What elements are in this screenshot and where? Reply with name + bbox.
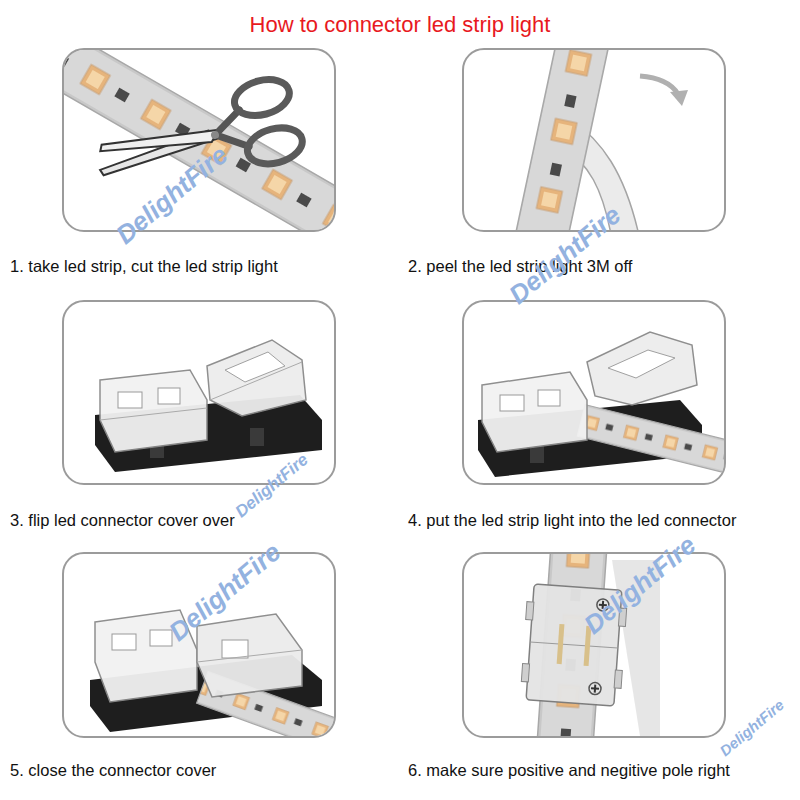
connector-insert	[482, 372, 587, 452]
connector-closed	[112, 634, 136, 650]
step-caption: 3. flip led connector cover over	[10, 510, 235, 530]
step-panel: 5. close the connector cover	[62, 552, 336, 780]
watermark-holder: DelightFire	[716, 696, 788, 760]
peel-arrow	[640, 76, 688, 106]
title: How to connector led strip light	[250, 12, 551, 38]
connector-closed	[222, 640, 248, 658]
connector-open	[207, 340, 306, 416]
connector-closed	[90, 610, 334, 736]
peel-arrow	[670, 90, 688, 106]
step-caption: 5. close the connector cover	[10, 760, 216, 780]
panel-frame	[62, 48, 336, 232]
led-strip	[505, 50, 614, 230]
polarity-mark	[589, 682, 602, 695]
connector-open	[210, 362, 302, 400]
connector-open	[250, 428, 264, 446]
connector-body	[614, 670, 622, 688]
panel-frame	[462, 552, 726, 738]
led-strip	[577, 405, 724, 481]
step-panel: 4. put the led strip light into the led …	[462, 300, 726, 530]
scissors	[210, 130, 220, 140]
step-panel: 3. flip led connector cover over	[62, 300, 336, 530]
connector-open	[95, 340, 322, 472]
connector-body	[526, 602, 534, 620]
connector-insert	[478, 332, 724, 481]
scissors	[230, 74, 293, 121]
connector-closed	[197, 614, 302, 697]
panel-frame	[62, 552, 336, 738]
polarity-mark	[589, 682, 602, 695]
peel-arrow	[640, 76, 678, 94]
connector-body	[557, 624, 565, 664]
connector-insert	[587, 332, 697, 405]
scissors	[243, 122, 306, 169]
connector-open	[158, 388, 180, 404]
connector-closed	[197, 650, 302, 662]
connector-body	[530, 642, 618, 648]
panel-frame	[462, 48, 726, 232]
panel-frame	[462, 300, 726, 485]
watermark: DelightFire	[716, 696, 787, 759]
polarity-mark	[594, 685, 597, 693]
connector-open	[225, 352, 285, 382]
led-strip	[64, 50, 334, 230]
connector-insert	[500, 395, 524, 411]
step-panel: 6. make sure positive and negitive pole …	[462, 552, 726, 780]
connector-body	[521, 663, 529, 681]
title-bar: How to connector led strip light	[0, 12, 800, 38]
step-caption: 1. take led strip, cut the led strip lig…	[10, 256, 278, 276]
led-strip	[577, 405, 724, 481]
step-caption: 4. put the led strip light into the led …	[408, 510, 736, 530]
led-strip	[505, 50, 614, 230]
connector-open	[100, 408, 207, 420]
watermark: DelightFire	[232, 450, 312, 522]
watermark-holder: DelightFire	[232, 450, 313, 522]
step-caption: 6. make sure positive and negitive pole …	[408, 760, 730, 780]
connector-open	[118, 392, 142, 408]
connector-insert	[538, 390, 560, 406]
connector-open	[100, 370, 207, 452]
connector-insert	[608, 350, 675, 378]
peel-illustration	[505, 50, 688, 230]
cut-illustration	[64, 50, 334, 230]
connector-closed	[150, 630, 172, 646]
led-strip	[64, 50, 334, 230]
